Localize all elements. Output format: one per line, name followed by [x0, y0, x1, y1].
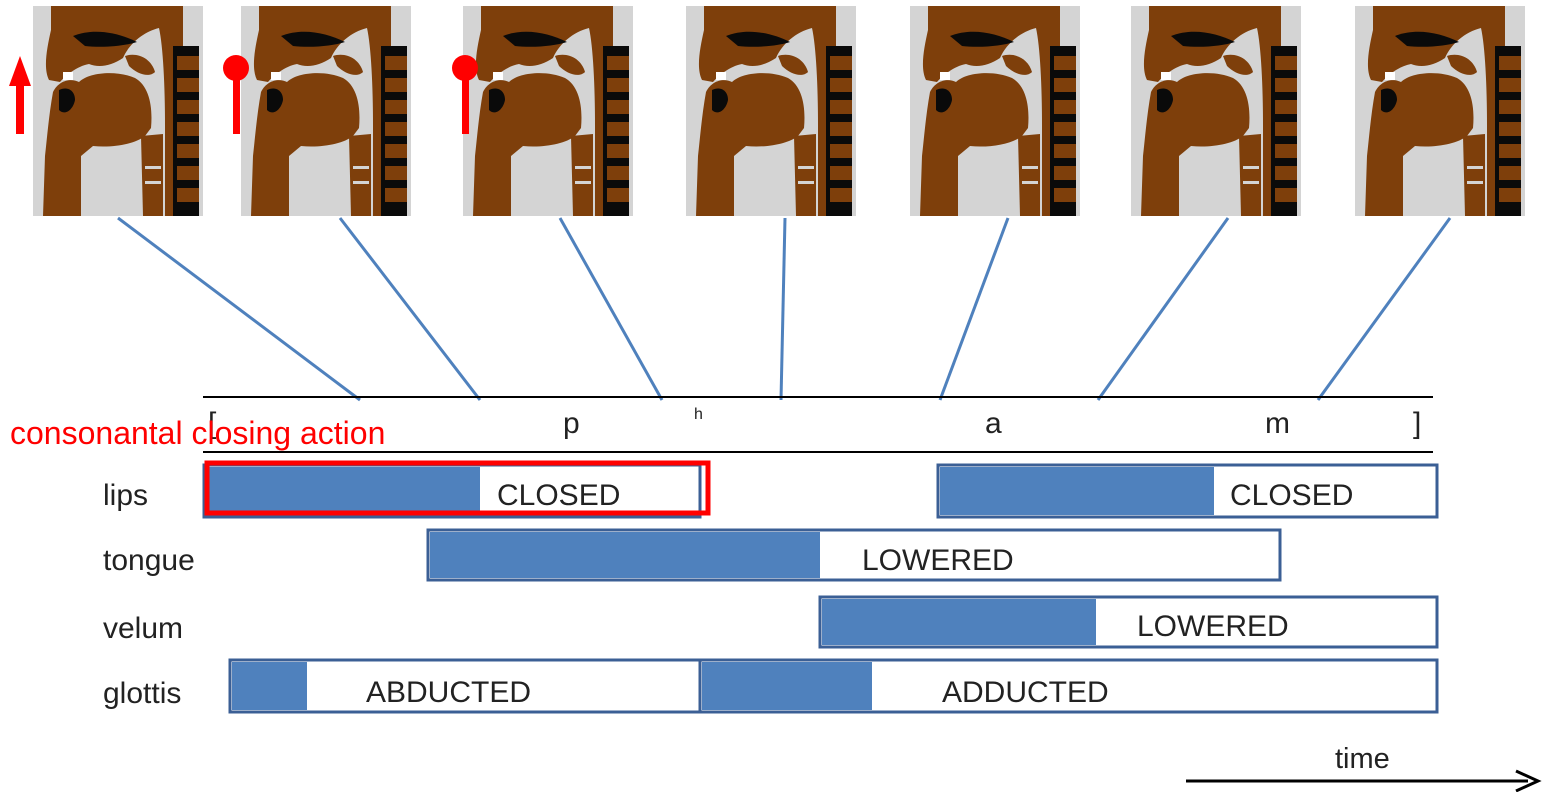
- vocal-tract-panel-3: [463, 6, 633, 216]
- tier-label-lips: lips: [103, 479, 148, 512]
- velum-gesture-1-label: LOWERED: [1137, 610, 1289, 643]
- glottis-gesture-2: ADDUCTED: [698, 658, 1439, 714]
- transcription-aspiration: h: [694, 406, 703, 423]
- lips-gesture-2-label: CLOSED: [1230, 479, 1353, 512]
- lip-closure-pin-icon: [223, 55, 249, 134]
- lips-gesture-1: CLOSED: [202, 463, 702, 519]
- tongue-gesture-1-label: LOWERED: [862, 544, 1014, 577]
- vocal-tract-panel-5: [910, 6, 1080, 216]
- vocal-tract-panel-7: [1355, 6, 1525, 216]
- tier-label-glottis: glottis: [103, 677, 181, 710]
- connector-line-1: [117, 216, 361, 402]
- closing-action-highlight-box: [204, 460, 711, 516]
- transcription-m: m: [1265, 407, 1290, 440]
- transcription-a: a: [985, 407, 1002, 440]
- transcription-p: p: [563, 407, 580, 440]
- connector-line-4: [779, 217, 787, 401]
- glottis-gesture-2-label: ADDUCTED: [942, 676, 1109, 709]
- transcription-open-bracket: [: [208, 407, 217, 440]
- time-arrow-icon: [1186, 769, 1542, 792]
- vocal-tract-panel-1: [33, 6, 203, 216]
- connector-line-5: [938, 217, 1010, 401]
- tongue-gesture-1: LOWERED: [426, 528, 1282, 582]
- glottis-gesture-1: ABDUCTED: [228, 658, 702, 714]
- vocal-tract-panel-4: [686, 6, 856, 216]
- closing-action-annotation: consonantal closing action: [10, 415, 385, 451]
- lips-gesture-1-activation: [206, 467, 480, 515]
- transcription-close-bracket: ]: [1413, 407, 1421, 440]
- velum-gesture-1: LOWERED: [818, 595, 1439, 649]
- lips-gesture-1-label: CLOSED: [497, 479, 620, 512]
- tongue-gesture-1-activation: [430, 532, 820, 578]
- vocal-tract-panel-2: [241, 6, 411, 216]
- connector-line-2: [338, 217, 482, 401]
- lips-gesture-2-activation: [940, 467, 1214, 515]
- connector-line-7: [1316, 217, 1452, 401]
- vocal-tract-panel-6: [1131, 6, 1301, 216]
- tier-label-tongue: tongue: [103, 544, 195, 577]
- glottis-gesture-2-activation: [702, 662, 872, 710]
- lip-closure-pin-icon: [452, 55, 478, 134]
- velum-gesture-1-activation: [822, 599, 1096, 645]
- connector-line-3: [558, 217, 664, 401]
- glottis-gesture-1-activation: [232, 662, 307, 710]
- panel-connectors: [117, 216, 1452, 402]
- time-axis-label: time: [1335, 743, 1390, 775]
- glottis-gesture-1-label: ABDUCTED: [366, 676, 531, 709]
- upward-arrow-icon: [9, 56, 31, 134]
- lips-gesture-2: CLOSED: [936, 463, 1439, 519]
- tier-label-velum: velum: [103, 612, 183, 645]
- connector-line-6: [1096, 217, 1230, 401]
